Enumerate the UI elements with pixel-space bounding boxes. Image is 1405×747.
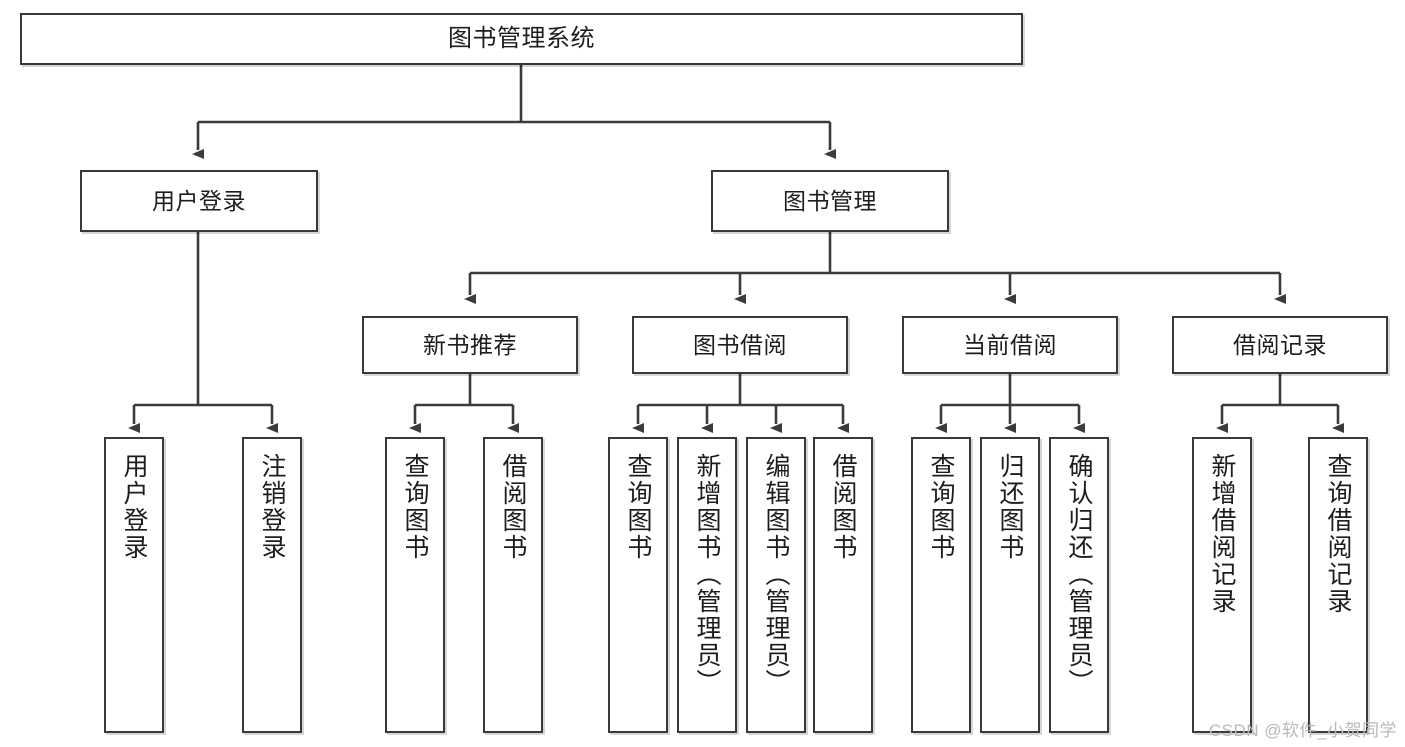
node-user-login-label: 用户登录 <box>152 187 246 214</box>
node-current-borrow[interactable]: 当前借阅 <box>902 316 1118 374</box>
node-borrow-record-label: 借阅记录 <box>1233 331 1327 358</box>
node-new-book-recommend[interactable]: 新书推荐 <box>362 316 578 374</box>
node-new-book-recommend-label: 新书推荐 <box>423 331 517 358</box>
node-current-borrow-label: 当前借阅 <box>963 331 1057 358</box>
node-leaf-add-book-label: 新增图书（管理员） <box>693 453 721 696</box>
node-leaf-query-book-1-label: 查询图书 <box>401 453 429 561</box>
node-leaf-user-login[interactable]: 用户登录 <box>104 437 164 733</box>
node-leaf-user-logout[interactable]: 注销登录 <box>242 437 302 733</box>
node-leaf-edit-book[interactable]: 编辑图书（管理员） <box>746 437 806 733</box>
node-leaf-return-book[interactable]: 归还图书 <box>980 437 1040 733</box>
node-leaf-query-record-label: 查询借阅记录 <box>1324 453 1352 615</box>
node-leaf-query-book-2[interactable]: 查询图书 <box>608 437 668 733</box>
node-user-login[interactable]: 用户登录 <box>80 170 318 232</box>
node-book-manage-label: 图书管理 <box>783 187 877 214</box>
node-leaf-query-book-3[interactable]: 查询图书 <box>911 437 971 733</box>
node-borrow-record[interactable]: 借阅记录 <box>1172 316 1388 374</box>
node-leaf-user-logout-label: 注销登录 <box>258 453 286 561</box>
node-leaf-query-book-1[interactable]: 查询图书 <box>385 437 445 733</box>
node-leaf-edit-book-label: 编辑图书（管理员） <box>762 453 790 696</box>
node-leaf-return-book-label: 归还图书 <box>996 453 1024 561</box>
node-leaf-user-login-label: 用户登录 <box>120 453 148 561</box>
node-leaf-query-book-2-label: 查询图书 <box>624 453 652 561</box>
node-root[interactable]: 图书管理系统 <box>20 13 1023 65</box>
node-book-borrow-label: 图书借阅 <box>693 331 787 358</box>
node-leaf-borrow-book-2[interactable]: 借阅图书 <box>813 437 873 733</box>
node-leaf-confirm-return[interactable]: 确认归还（管理员） <box>1049 437 1109 733</box>
node-leaf-borrow-book-2-label: 借阅图书 <box>829 453 857 561</box>
node-leaf-add-record-label: 新增借阅记录 <box>1208 453 1236 615</box>
node-book-manage[interactable]: 图书管理 <box>711 170 949 232</box>
node-root-label: 图书管理系统 <box>448 25 595 53</box>
node-leaf-borrow-book-1[interactable]: 借阅图书 <box>483 437 543 733</box>
node-leaf-add-book[interactable]: 新增图书（管理员） <box>677 437 737 733</box>
node-leaf-query-record[interactable]: 查询借阅记录 <box>1308 437 1368 733</box>
node-leaf-add-record[interactable]: 新增借阅记录 <box>1192 437 1252 733</box>
node-book-borrow[interactable]: 图书借阅 <box>632 316 848 374</box>
node-leaf-query-book-3-label: 查询图书 <box>927 453 955 561</box>
node-leaf-confirm-return-label: 确认归还（管理员） <box>1065 453 1093 696</box>
node-leaf-borrow-book-1-label: 借阅图书 <box>499 453 527 561</box>
csdn-watermark: CSDN @软件_小贺同学 <box>1208 721 1397 740</box>
